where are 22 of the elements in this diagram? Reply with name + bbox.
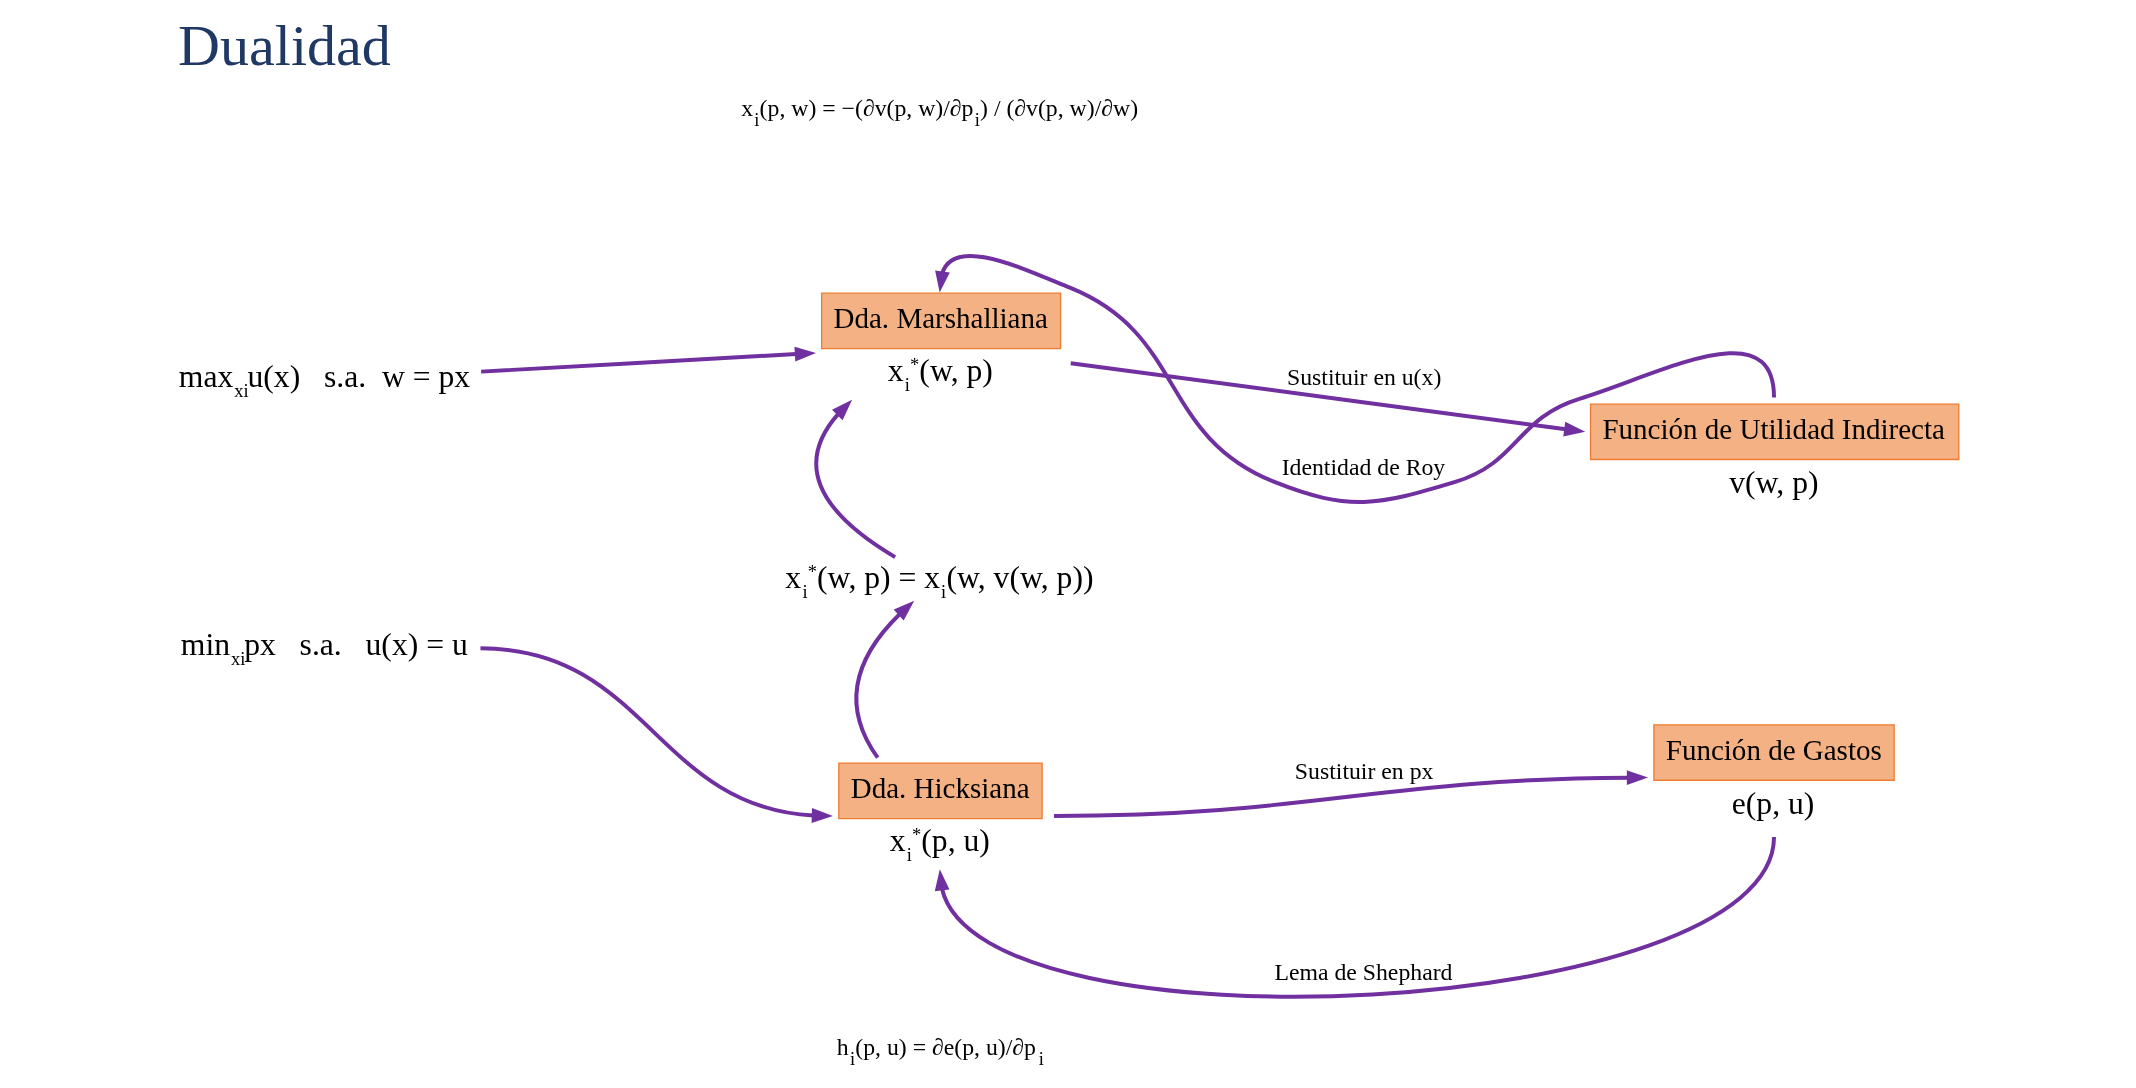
label: h$_{i}$(p, u) = ∂e(p, u)/∂p$_{i}$ xyxy=(836,1034,1044,1070)
edge-label: Sustituir en u(x) xyxy=(1286,363,1441,390)
node-text: x$_{i}$$^{*}$(w, p) = x$_{i}$(w, v(w, p)) xyxy=(784,559,1093,602)
node-label: v(w, p) xyxy=(1728,464,1819,500)
arrow xyxy=(480,346,816,374)
label: x$_{i}$(p, w) = −(∂v(p, w)/∂p$_{i}$) / (∂v(p, w)/∂w) xyxy=(740,94,1138,130)
node-label: x$_{i}$$^{*}$(w, p) xyxy=(887,352,993,395)
arrow xyxy=(934,836,1776,999)
arrow xyxy=(813,399,896,559)
arrow xyxy=(1069,361,1585,437)
node-text: min$_{xi}$px s.a. u(x) = u xyxy=(180,627,468,670)
edge-label: Identidad de Roy xyxy=(1281,453,1445,480)
edge-label: Lema de Shephard xyxy=(1273,959,1452,986)
arrow xyxy=(479,646,833,823)
node-text: max$_{xi}$u(x) s.a. w = px xyxy=(178,359,470,402)
edge-label: Sustituir en px xyxy=(1294,758,1433,785)
arrow xyxy=(934,254,1776,504)
node-label: e(p, u) xyxy=(1731,785,1814,821)
node-label: x$_{i}$$^{*}$(p, u) xyxy=(889,822,990,865)
diagram-title: Dualidad xyxy=(177,13,391,79)
arrow xyxy=(853,600,914,759)
arrow xyxy=(1053,770,1648,818)
